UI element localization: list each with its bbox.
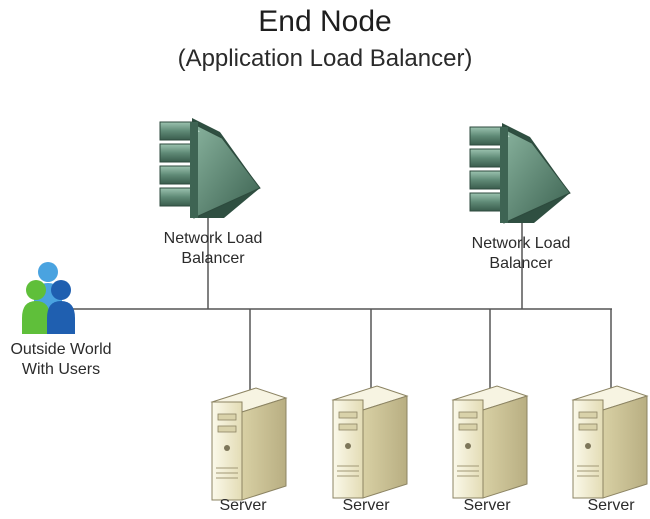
load-balancer-icon [469, 123, 571, 224]
users-label-line2: With Users [21, 361, 101, 378]
users-label: Outside World With Users [0, 340, 126, 380]
diagram-subtitle: (Application Load Balancer) [177, 45, 473, 72]
nlb-left-label-line2: Balancer [181, 250, 245, 267]
server-2-label: Server [342, 497, 390, 514]
server-icon [210, 387, 288, 501]
nlb-right-label: Network Load Balancer [446, 234, 596, 274]
server-icon [451, 385, 529, 499]
server-icon [571, 385, 649, 499]
nlb-right-label-line1: Network Load [471, 235, 571, 252]
users-icon [22, 262, 75, 334]
users-label-line1: Outside World [10, 341, 112, 358]
server-3-label: Server [463, 497, 511, 514]
nlb-left-label: Network Load Balancer [138, 229, 288, 269]
server-4-label: Server [587, 497, 635, 514]
diagram-title: End Node [258, 5, 392, 38]
load-balancer-icon [159, 118, 261, 219]
nlb-right-label-line2: Balancer [489, 255, 553, 272]
connection-lines [72, 218, 612, 395]
server-icon [331, 385, 409, 499]
nlb-left-label-line1: Network Load [163, 230, 263, 247]
server-1-label: Server [219, 497, 267, 514]
